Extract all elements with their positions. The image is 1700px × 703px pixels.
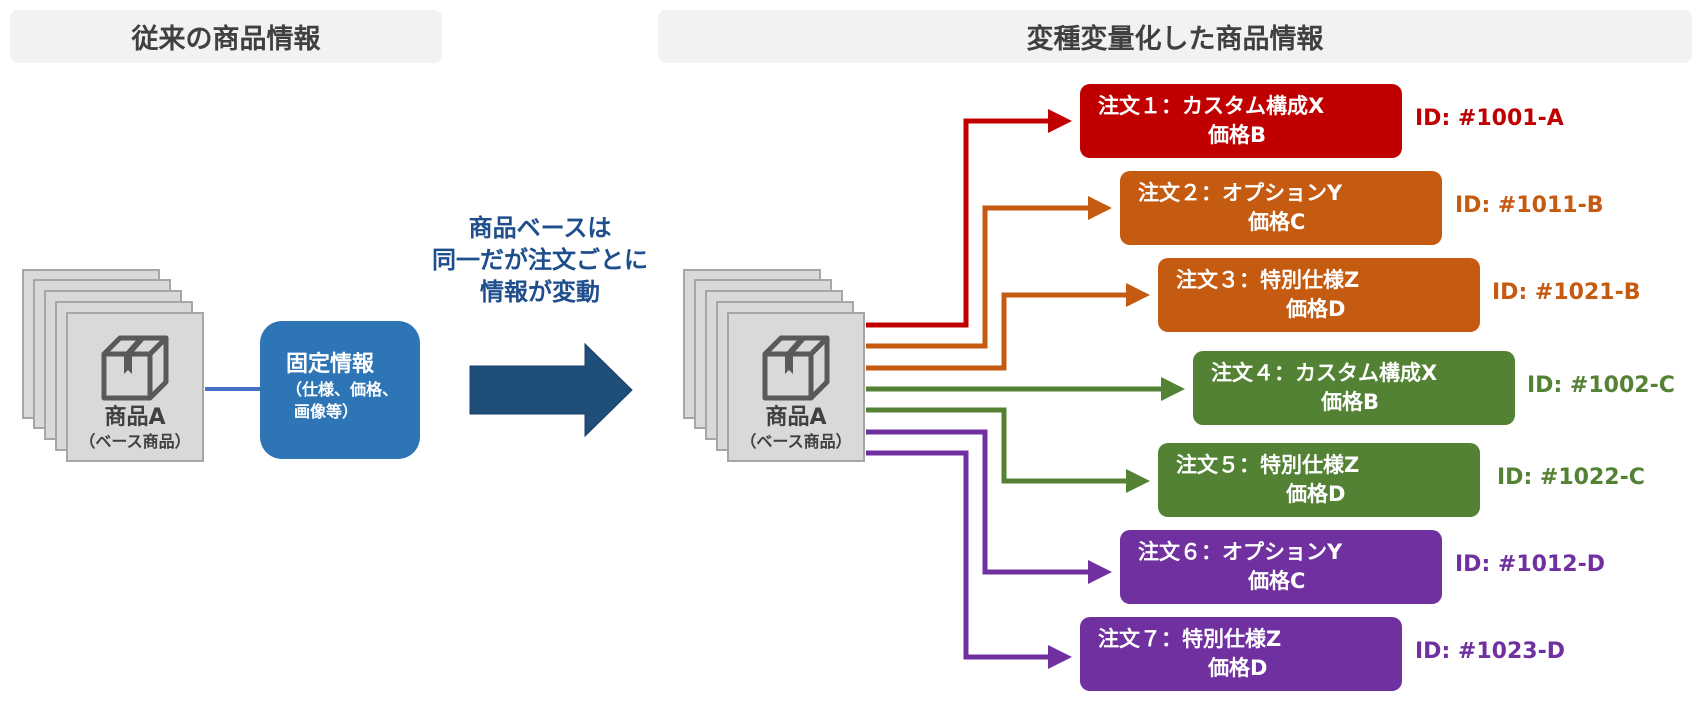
order-box: 注文１：カスタム構成X 価格B xyxy=(1080,84,1402,158)
arrowhead-icon xyxy=(1048,109,1072,133)
order-price: 価格B xyxy=(1321,390,1380,414)
header-variable: 変種変量化した商品情報 xyxy=(658,10,1692,63)
order-title: 注文２：オプションY xyxy=(1138,181,1343,205)
order-id: ID: #1022-C xyxy=(1497,465,1645,490)
arrowhead-icon xyxy=(1126,469,1150,493)
order-price: 価格B xyxy=(1208,123,1267,147)
left-product-label: 商品A （ベース商品） xyxy=(66,405,204,453)
order-title: 注文７：特別仕様Z xyxy=(1098,627,1282,651)
right-product-label: 商品A （ベース商品） xyxy=(727,405,865,453)
order-box: 注文２：オプションY 価格C xyxy=(1120,171,1442,245)
fixed-info-title: 固定情報 xyxy=(286,352,375,377)
order-connector-line xyxy=(866,407,1130,484)
order-box: 注文５：特別仕様Z 価格D xyxy=(1158,443,1480,517)
order-connector-line xyxy=(866,205,1092,349)
product-name: 商品A xyxy=(765,405,827,430)
product-sub: （ベース商品） xyxy=(79,432,191,451)
header-conventional-label: 従来の商品情報 xyxy=(131,24,321,55)
order-price: 価格D xyxy=(1286,482,1346,506)
order-box: 注文６：オプションY 価格C xyxy=(1120,530,1442,604)
arrowhead-icon xyxy=(1048,645,1072,669)
arrowhead-icon xyxy=(1088,560,1112,584)
product-sub: （ベース商品） xyxy=(740,432,852,451)
order-title: 注文６：オプションY xyxy=(1138,540,1343,564)
order-box: 注文３：特別仕様Z 価格D xyxy=(1158,258,1480,332)
order-connector-line xyxy=(866,429,1092,575)
arrowhead-icon xyxy=(1088,196,1112,220)
fixed-info-sub-1: （仕様、価格、 xyxy=(286,380,399,399)
caption-line-1: 商品ベースは xyxy=(468,214,612,242)
order-title: 注文５：特別仕様Z xyxy=(1176,453,1360,477)
transition-caption: 商品ベースは 同一だが注文ごとに 情報が変動 xyxy=(400,212,680,308)
order-connector-line xyxy=(866,118,1052,328)
arrowhead-icon xyxy=(1161,377,1185,401)
product-name: 商品A xyxy=(104,405,166,430)
caption-line-2: 同一だが注文ごとに xyxy=(432,246,648,274)
order-id: ID: #1001-A xyxy=(1415,106,1564,131)
order-id: ID: #1021-B xyxy=(1492,280,1641,305)
order-title: 注文１：カスタム構成X xyxy=(1098,94,1325,118)
big-right-arrow-icon xyxy=(469,342,633,438)
order-price: 価格D xyxy=(1208,656,1268,680)
arrowhead-icon xyxy=(1126,283,1150,307)
order-title: 注文４：カスタム構成X xyxy=(1211,361,1438,385)
order-connector-line xyxy=(866,292,1130,371)
header-conventional: 従来の商品情報 xyxy=(10,10,442,63)
order-price: 価格C xyxy=(1248,569,1306,593)
order-price: 価格C xyxy=(1248,210,1306,234)
order-price: 価格D xyxy=(1286,297,1346,321)
order-id: ID: #1002-C xyxy=(1527,373,1675,398)
fixed-info-sub-2: 画像等） xyxy=(294,402,359,421)
order-id: ID: #1012-D xyxy=(1455,552,1605,577)
order-title: 注文３：特別仕様Z xyxy=(1176,268,1360,292)
order-box: 注文７：特別仕様Z 価格D xyxy=(1080,617,1402,691)
fixed-info-box: 固定情報 （仕様、価格、 画像等） xyxy=(260,321,420,459)
order-arrows xyxy=(866,109,1185,669)
caption-line-3: 情報が変動 xyxy=(480,278,600,306)
order-connector-line xyxy=(866,450,1052,660)
order-id: ID: #1023-D xyxy=(1415,639,1565,664)
box-icon xyxy=(762,335,830,401)
order-id: ID: #1011-B xyxy=(1455,193,1604,218)
box-icon xyxy=(101,335,169,401)
order-box: 注文４：カスタム構成X 価格B xyxy=(1193,351,1515,425)
header-variable-label: 変種変量化した商品情報 xyxy=(1026,24,1324,55)
